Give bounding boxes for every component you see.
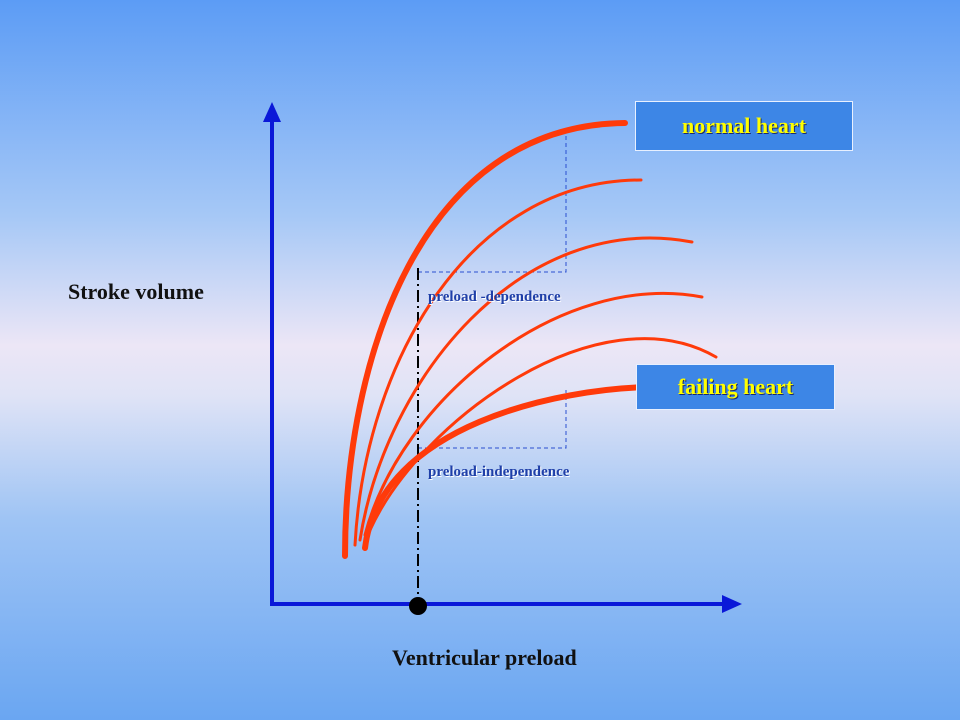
normal-heart-label: normal heart	[681, 113, 807, 138]
independence-guide-box	[418, 390, 567, 449]
preload-marker	[409, 597, 427, 615]
failing-heart-label: failing heart	[677, 374, 794, 399]
y-axis-arrowhead	[263, 102, 281, 122]
preload-independence-label: preload-independence	[428, 464, 570, 480]
curve-2	[353, 178, 643, 547]
dependence-guide-box	[418, 135, 567, 273]
curve-5	[368, 337, 718, 532]
curve-4	[363, 291, 704, 537]
preload-dependence-label: preload -dependence	[428, 289, 561, 305]
y-axis-label: Stroke volume	[68, 279, 204, 304]
curve-3	[358, 236, 694, 542]
curve-normal-heart	[342, 120, 628, 559]
curve-failing-heart	[362, 384, 655, 551]
x-axis-label: Ventricular preload	[392, 645, 577, 670]
normal-heart-legend: normal heart	[635, 101, 853, 151]
x-axis-arrowhead	[722, 595, 742, 613]
failing-heart-legend: failing heart	[636, 364, 835, 410]
